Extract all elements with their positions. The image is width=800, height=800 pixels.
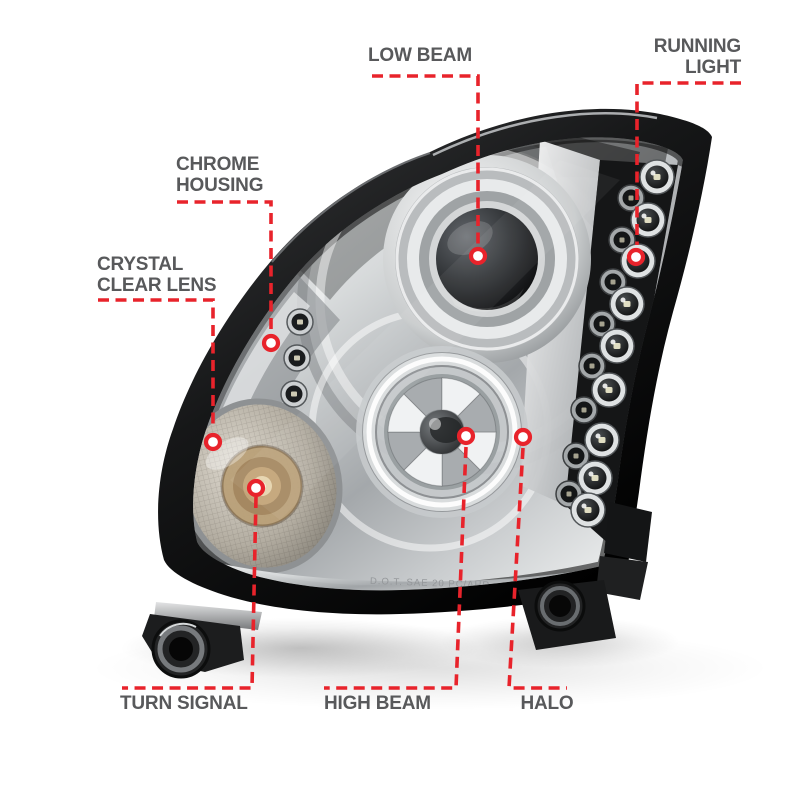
callout-marker-running-light — [626, 247, 646, 267]
callout-line-chrome-housing — [177, 200, 273, 331]
callout-line-low-beam — [372, 74, 480, 244]
callout-marker-chrome-housing — [261, 333, 281, 353]
mounting-bracket-left — [142, 602, 262, 679]
callout-label-halo: HALO — [520, 693, 574, 714]
callout-line-halo — [507, 447, 567, 690]
mounting-bracket-right — [518, 502, 652, 650]
callout-line-crystal-clear-lens — [98, 298, 215, 430]
callout-marker-halo — [513, 427, 533, 447]
callout-marker-turn-signal — [246, 478, 266, 498]
callout-line-running-light — [635, 81, 741, 245]
low-beam-projector — [383, 155, 591, 363]
callout-marker-low-beam — [468, 246, 488, 266]
callout-line-turn-signal — [122, 496, 258, 690]
callout-label-running-light: RUNNING LIGHT — [653, 36, 741, 78]
callout-marker-crystal-clear-lens — [203, 432, 223, 452]
callout-label-turn-signal: TURN SIGNAL — [120, 693, 248, 714]
callout-label-chrome-housing: CHROME HOUSING — [176, 154, 264, 196]
callout-label-crystal-clear-lens: CRYSTAL CLEAR LENS — [97, 254, 217, 296]
callout-marker-high-beam — [456, 426, 476, 446]
callout-label-high-beam: HIGH BEAM — [324, 693, 431, 714]
callout-line-high-beam — [324, 446, 468, 690]
low-beam-projector-lens — [436, 208, 538, 310]
callout-label-low-beam: LOW BEAM — [368, 45, 472, 66]
